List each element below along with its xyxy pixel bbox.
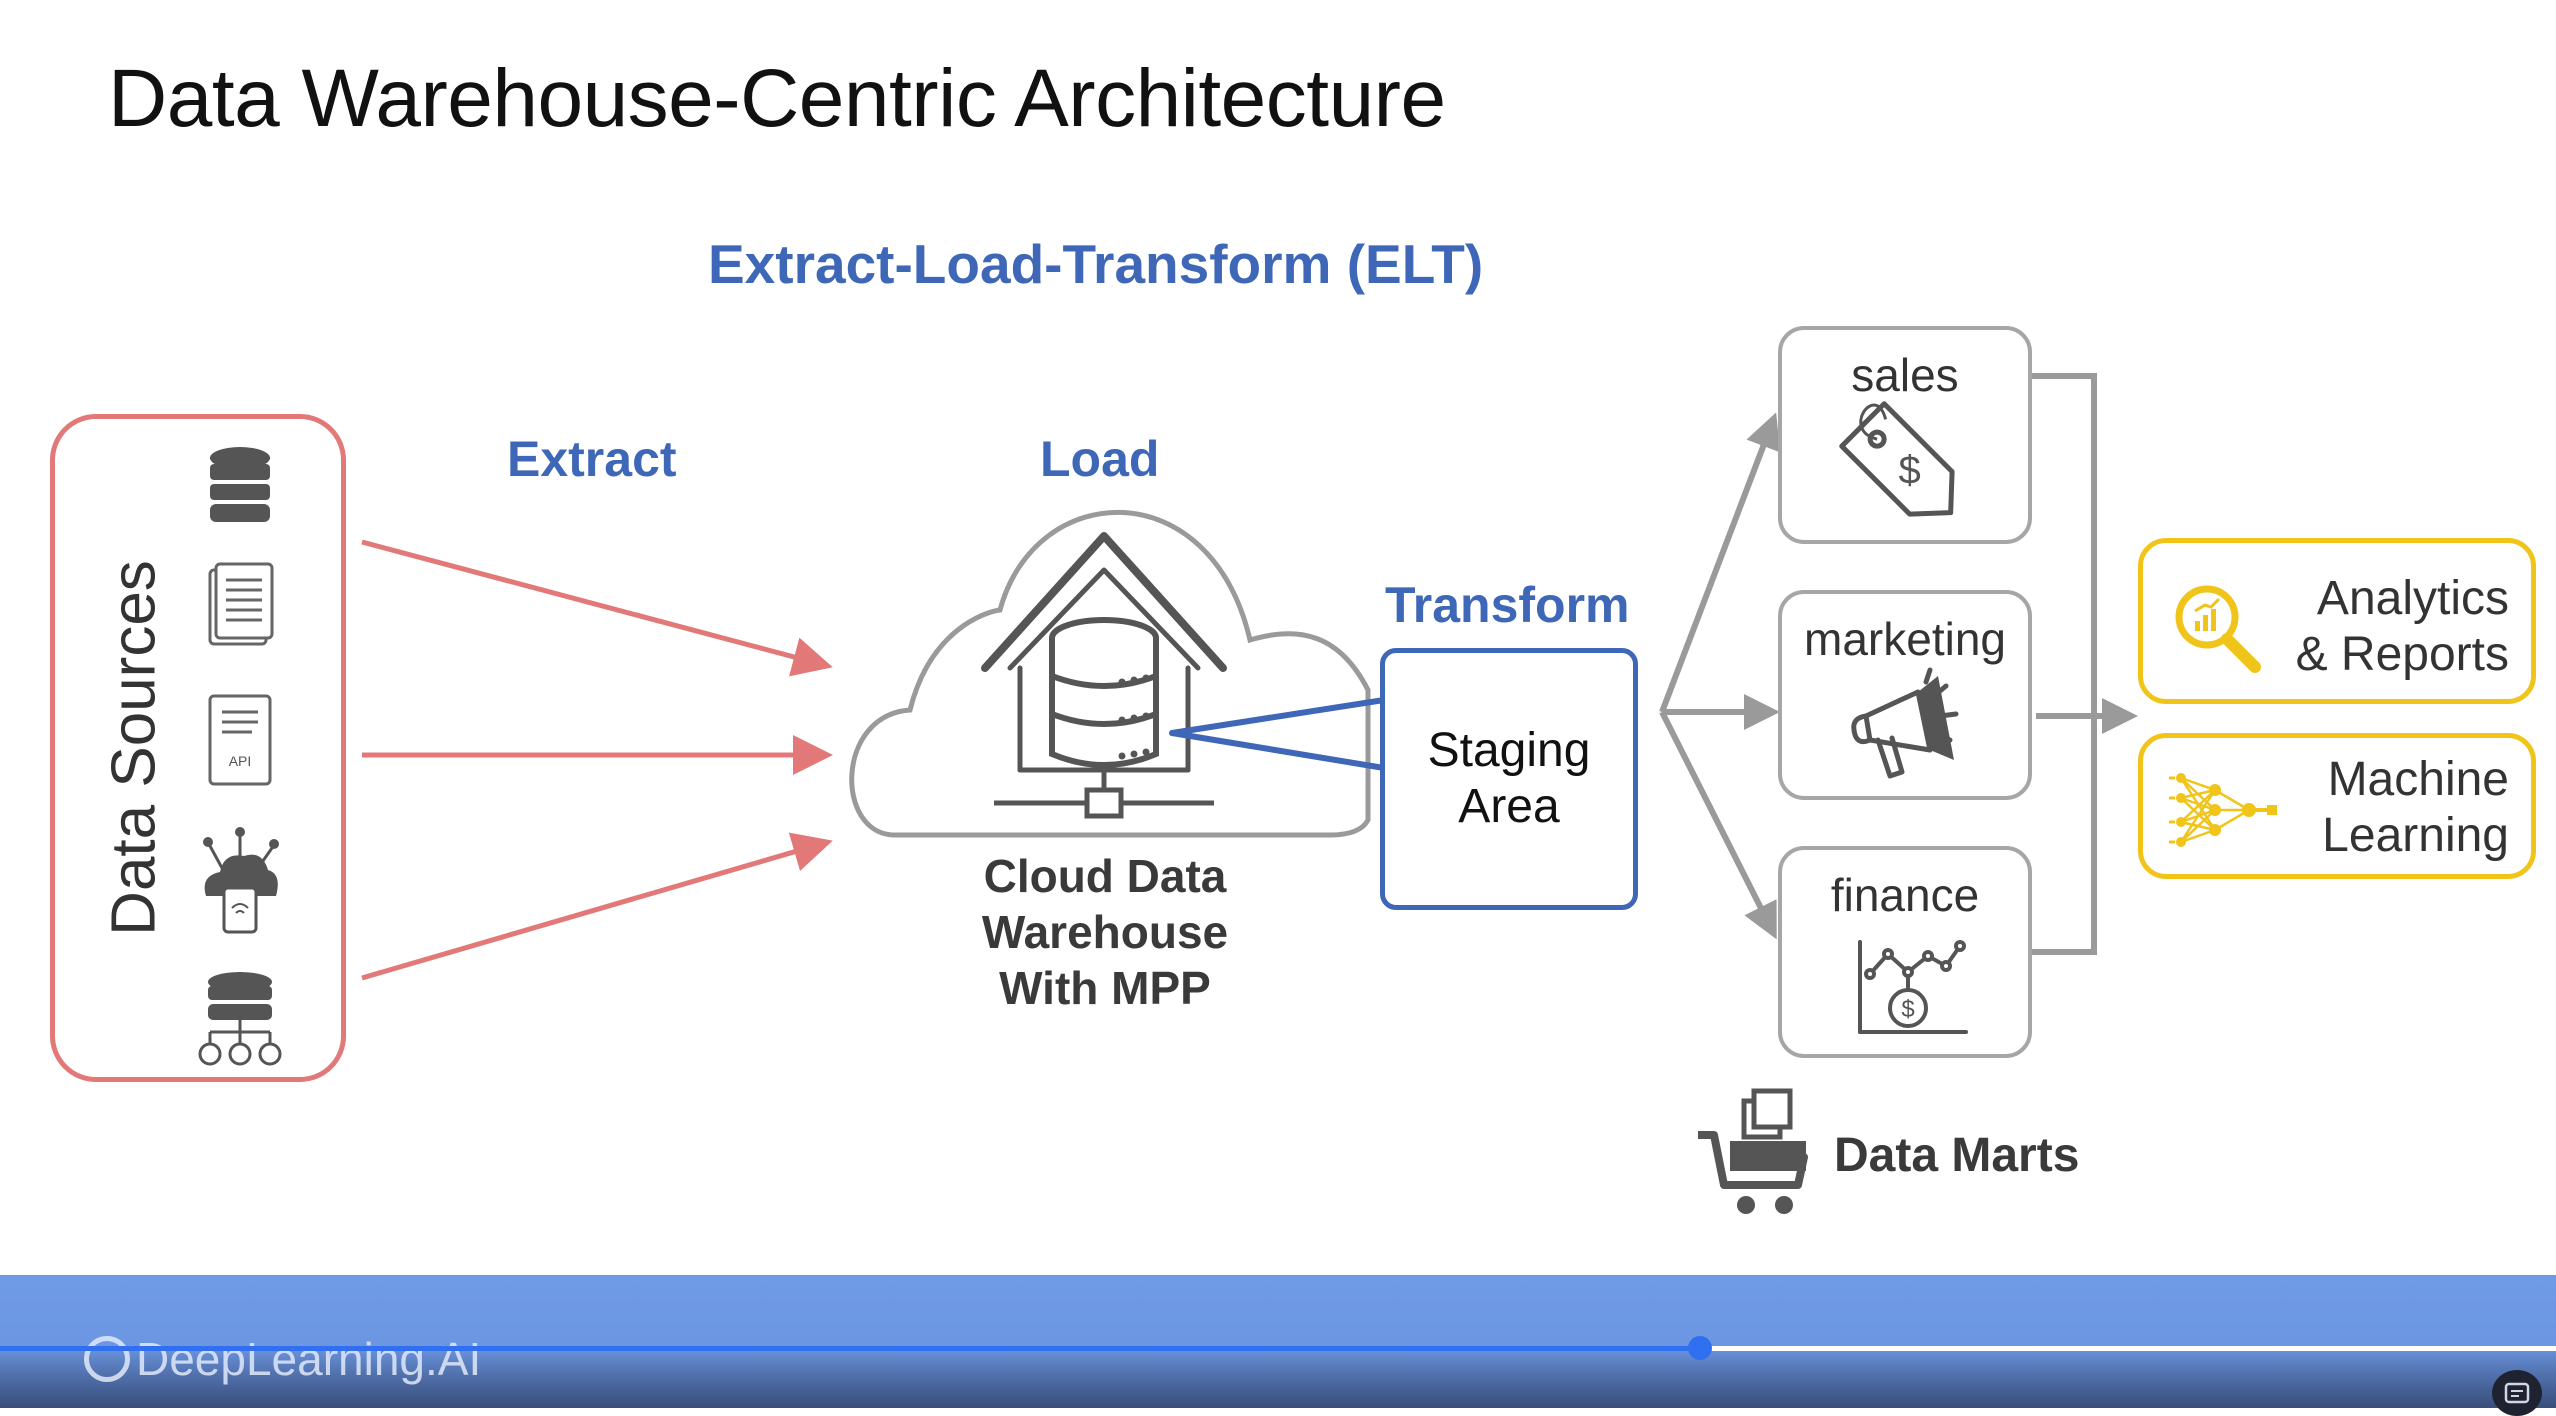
slide-title: Data Warehouse-Centric Architecture	[108, 53, 1446, 144]
extract-label: Extract	[507, 431, 677, 487]
elt-heading: Extract-Load-Transform (ELT)	[708, 233, 1484, 295]
data-mart-finance: finance $	[1778, 846, 2032, 1058]
data-mart-sales: sales $	[1778, 326, 2032, 544]
video-progress-fill	[0, 1346, 1700, 1351]
marts-bracket	[2032, 373, 2138, 955]
slide: Data Warehouse-Centric Architecture Extr…	[50, 53, 2536, 1214]
iot-cloud-icon	[203, 827, 279, 934]
svg-text:$: $	[1899, 449, 1921, 493]
staging-callout-pointer	[1169, 697, 1385, 771]
data-mart-label: sales	[1851, 349, 1959, 401]
svg-text:$: $	[1901, 996, 1914, 1023]
machine-learning-label: Machine Learning	[2322, 753, 2509, 862]
video-progress-handle[interactable]	[1687, 1336, 1712, 1360]
video-progress-track[interactable]	[0, 1336, 2556, 1360]
warehouse-database-icon	[994, 617, 1214, 819]
finance-chart-icon: $	[1858, 940, 1968, 1034]
brand-text: DeepLearning.AI	[136, 1333, 482, 1385]
data-mart-label: marketing	[1804, 613, 2006, 665]
database-icon	[210, 447, 270, 522]
data-sources-box	[50, 414, 346, 1082]
neural-network-icon	[2169, 773, 2277, 847]
cloud-warehouse-caption-text: Cloud Data Warehouse With MPP	[981, 850, 1229, 1014]
shopping-cart-icon	[1698, 1088, 1808, 1214]
diagram-graphics: API	[198, 373, 2138, 1214]
transform-arrows	[1659, 412, 1781, 940]
cloud-warehouse-caption: Cloud Data Warehouse With MPP	[905, 848, 1305, 1016]
analytics-reports-label: Analytics & Reports	[2295, 572, 2509, 681]
document-icon	[208, 562, 274, 646]
warehouse-house-icon	[981, 532, 1227, 773]
transcript-icon	[2504, 1382, 2530, 1404]
api-document-icon: API	[208, 694, 272, 786]
distributed-database-icon	[198, 972, 282, 1066]
video-player-bar	[0, 1275, 2556, 1408]
transform-label: Transform	[1385, 577, 1630, 633]
staging-area-box: Staging Area	[1380, 648, 1638, 910]
megaphone-icon	[1851, 667, 1959, 779]
staging-area-label: Staging Area	[1427, 724, 1591, 833]
svg-text:API: API	[229, 753, 252, 769]
data-mart-marketing: marketing	[1778, 590, 2032, 800]
data-marts-caption: Data Marts	[1834, 1129, 2080, 1182]
transcript-button[interactable]	[2492, 1370, 2542, 1416]
price-tag-icon: $	[1839, 401, 1955, 517]
deeplearning-brand: DeepLearning.AI	[84, 1332, 481, 1386]
extract-arrows	[361, 539, 833, 981]
machine-learning-box: Machine Learning	[2138, 733, 2536, 879]
deeplearning-logo-icon	[84, 1336, 130, 1382]
analytics-magnifier-icon	[2175, 585, 2261, 673]
analytics-reports-box: Analytics & Reports	[2138, 538, 2536, 704]
data-mart-label: finance	[1830, 869, 1980, 921]
load-label: Load	[1040, 431, 1160, 487]
